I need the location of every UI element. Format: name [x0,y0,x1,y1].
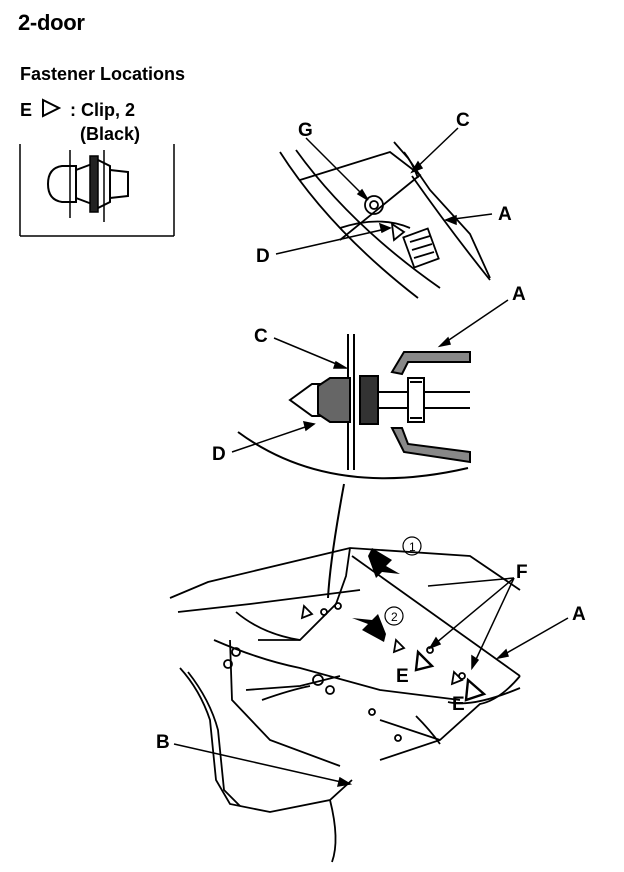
clip-triangle-icon [300,604,314,620]
movement-arrows [352,536,422,642]
arrow-step1-icon [368,548,400,578]
step1-circle [402,536,422,556]
callout-a: A [512,284,526,305]
clip-triangle-icon [42,98,62,118]
clip-triangle-icon [392,638,406,654]
pillar-detail-top [279,141,491,299]
step1-label: 1 [409,540,416,554]
callout-e: E [396,666,409,687]
clip-inset [19,144,175,237]
clip-markers [300,602,487,702]
cross-section-detail [237,334,471,480]
clip-triangle-icon [414,649,435,672]
callout-c: C [456,110,470,131]
callout-d: D [212,444,226,465]
leader-lines [173,127,569,787]
callout-d: D [256,246,270,267]
rear-trim-illustration [169,547,521,863]
clip-triangle-icon [464,677,487,702]
clip-triangle-icon [450,670,464,686]
section-subtitle: Fastener Locations [20,64,186,84]
step2-circle [384,606,404,626]
callout-a: A [572,604,586,625]
callout-e: E [452,694,465,715]
step2-label: 2 [391,610,398,624]
legend-color-note: (Black) [80,124,141,144]
callout-b: B [156,732,170,753]
callout-a: A [498,204,512,225]
page-title: 2-door [18,10,85,35]
legend-letter: E [20,100,33,120]
arrow-step2-icon [352,614,386,642]
callout-g: G [298,120,313,141]
detail-connector-line [327,483,345,599]
callout-c: C [254,326,268,347]
legend-description: : Clip, 2 [70,100,136,120]
legend-clip: E : Clip, 2 [20,98,135,121]
callout-f: F [516,562,528,583]
